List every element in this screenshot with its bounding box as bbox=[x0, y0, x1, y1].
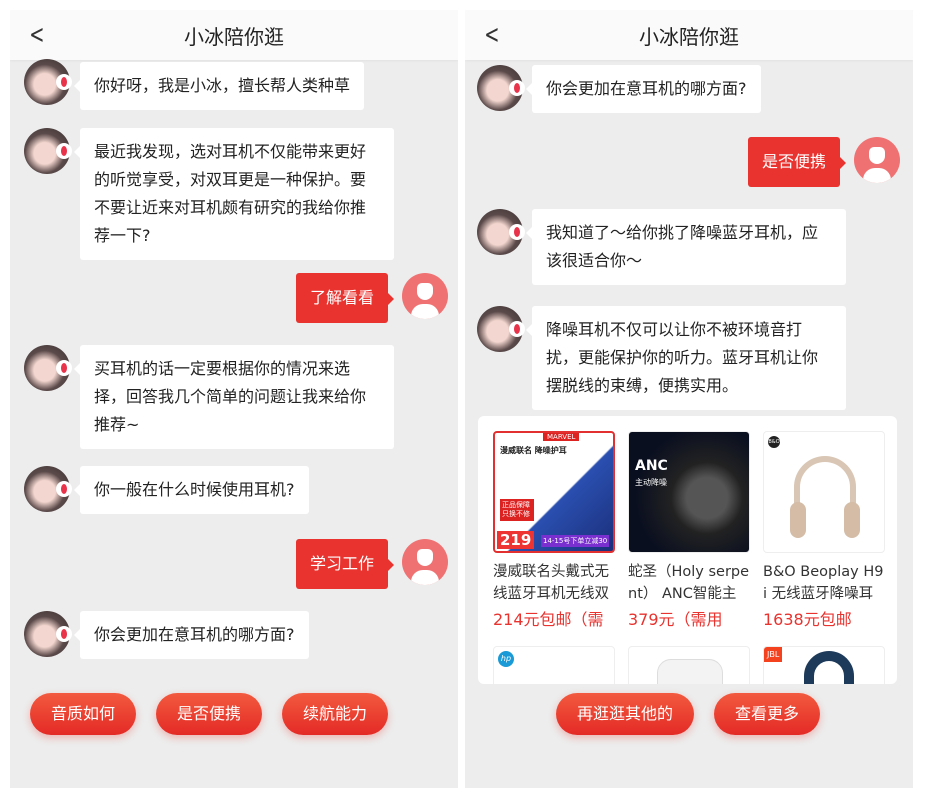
bot-avatar bbox=[477, 65, 525, 111]
browse-other-button[interactable]: 再逛逛其他的 bbox=[556, 693, 694, 735]
product-image: B&O bbox=[763, 431, 885, 553]
quick-reply-battery-life[interactable]: 续航能力 bbox=[282, 693, 388, 735]
bot-message: 买耳机的话一定要根据你的情况来选择，回答我几个简单的问题让我来给你推荐~ bbox=[74, 345, 394, 449]
back-icon[interactable]: < bbox=[484, 20, 500, 50]
product-name: B&O Beoplay H9i 无线蓝牙降噪耳 bbox=[763, 564, 884, 602]
image-promo: 14-15号下单立减30 bbox=[541, 535, 610, 547]
user-avatar bbox=[402, 539, 448, 585]
product-image: ANC 主动降噪 bbox=[628, 431, 750, 553]
page-title: 小冰陪你逛 bbox=[184, 25, 284, 49]
bot-message: 降噪耳机不仅可以让你不被环境音打扰，更能保护你的听力。蓝牙耳机让你摆脱线的束缚，… bbox=[526, 306, 846, 410]
product-image: hp bbox=[493, 646, 615, 684]
image-price: 219 bbox=[497, 531, 535, 549]
user-message: 学习工作 bbox=[296, 539, 395, 589]
image-badge: 正品保障 只换不修 bbox=[500, 499, 534, 521]
product-price: 214元包邮（需 bbox=[493, 610, 604, 629]
user-message: 是否便携 bbox=[748, 137, 847, 187]
page-title: 小冰陪你逛 bbox=[639, 25, 739, 49]
bot-avatar bbox=[24, 466, 72, 512]
image-caption: ANC bbox=[635, 458, 668, 474]
bot-message: 你好呀，我是小冰，擅长帮人类种草 bbox=[73, 62, 365, 110]
product-item[interactable]: MARVEL 漫威联名 降噪护耳 正品保障 只换不修 219 14-15号下单立… bbox=[493, 431, 615, 633]
product-image bbox=[628, 646, 750, 684]
quick-reply-sound-quality[interactable]: 音质如何 bbox=[30, 693, 136, 735]
product-item[interactable]: B&O B&O Beoplay H9i 无线蓝牙降噪耳 1638元包邮 bbox=[763, 431, 885, 633]
bot-avatar bbox=[24, 611, 72, 657]
product-image: JBL bbox=[763, 646, 885, 684]
bot-avatar bbox=[477, 306, 525, 352]
product-price: 379元（需用 bbox=[628, 610, 723, 629]
brand-label: MARVEL bbox=[543, 433, 580, 441]
chat-screen-left: < 小冰陪你逛 你好呀，我是小冰，擅长帮人类种草 最近我发现，选对耳机不仅能带来… bbox=[10, 10, 458, 788]
brand-logo: B&O bbox=[768, 436, 780, 448]
product-price: 1638元包邮 bbox=[763, 610, 852, 629]
bot-avatar bbox=[24, 345, 72, 391]
product-item[interactable] bbox=[628, 646, 750, 684]
product-image: MARVEL 漫威联名 降噪护耳 正品保障 只换不修 219 14-15号下单立… bbox=[493, 431, 615, 553]
product-item[interactable]: ANC 主动降噪 蛇圣（Holy serpent） ANC智能主 379元（需用 bbox=[628, 431, 750, 633]
bot-message: 我知道了～给你挑了降噪蓝牙耳机，应该很适合你～ bbox=[526, 209, 846, 285]
header: < 小冰陪你逛 bbox=[10, 10, 458, 60]
image-caption: 主动降噪 bbox=[635, 478, 667, 487]
chat-screen-right: 你会更加在意耳机的哪方面? 是否便携 我知道了～给你挑了降噪蓝牙耳机，应该很适合… bbox=[465, 10, 913, 788]
bot-avatar bbox=[24, 128, 72, 174]
product-item[interactable]: JBL bbox=[763, 646, 885, 684]
header: < 小冰陪你逛 bbox=[465, 10, 913, 60]
product-name: 漫威联名头戴式无线蓝牙耳机无线双 bbox=[493, 564, 609, 602]
bot-message: 你一般在什么时候使用耳机? bbox=[74, 466, 309, 514]
user-message: 了解看看 bbox=[296, 273, 395, 323]
user-avatar bbox=[854, 137, 900, 183]
product-card: MARVEL 漫威联名 降噪护耳 正品保障 只换不修 219 14-15号下单立… bbox=[478, 416, 897, 684]
user-avatar bbox=[402, 273, 448, 319]
hp-logo: hp bbox=[498, 651, 514, 667]
view-more-button[interactable]: 查看更多 bbox=[714, 693, 820, 735]
product-name: 蛇圣（Holy serpent） ANC智能主 bbox=[628, 564, 750, 602]
product-item[interactable]: hp bbox=[493, 646, 615, 684]
bot-message: 你会更加在意耳机的哪方面? bbox=[526, 65, 761, 113]
bot-avatar bbox=[477, 209, 525, 255]
image-caption: 漫威联名 降噪护耳 bbox=[500, 446, 567, 455]
bot-message: 最近我发现，选对耳机不仅能带来更好的听觉享受，对双耳更是一种保护。要不要让近来对… bbox=[74, 128, 394, 260]
bot-message: 你会更加在意耳机的哪方面? bbox=[74, 611, 309, 659]
jbl-logo: JBL bbox=[764, 647, 783, 662]
bot-avatar bbox=[24, 59, 72, 105]
back-icon[interactable]: < bbox=[29, 20, 45, 50]
quick-reply-portability[interactable]: 是否便携 bbox=[156, 693, 262, 735]
